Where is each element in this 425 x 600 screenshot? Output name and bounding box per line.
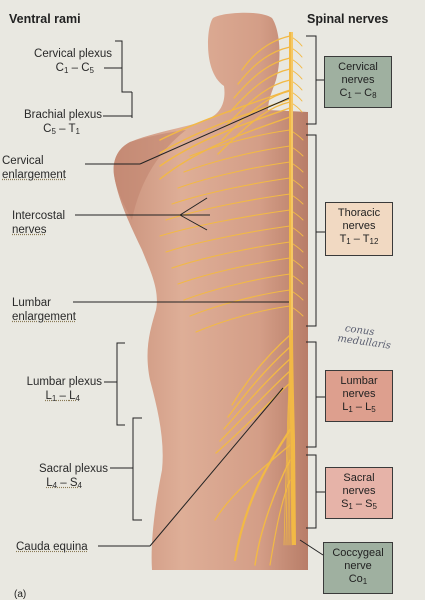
bracket-thoracic-nerves xyxy=(306,134,317,327)
nerve-branch xyxy=(177,161,291,189)
figure-letter: (a) xyxy=(14,589,27,600)
nerve-branch xyxy=(159,116,291,180)
nerve-branch xyxy=(214,444,291,521)
label-cervical-enlargement: Cervical enlargement xyxy=(2,155,66,181)
bracket-sacral-plexus xyxy=(132,417,142,521)
box-thoracic-nerves: Thoracic nerves T1 – T12 xyxy=(325,202,393,256)
label-cervical-plexus: Cervical plexus C1 – C5 xyxy=(2,47,112,76)
label-lumbar-enlargement: Lumbar enlargement xyxy=(12,297,76,323)
leader-lines xyxy=(73,35,325,556)
nerve-branch xyxy=(225,79,291,127)
cervical-nerves-range: C1 – C8 xyxy=(339,87,377,100)
label-intercostal-nerves: Intercostal nerves xyxy=(12,210,66,236)
nerve-branch xyxy=(159,107,291,167)
bracket-lumbar-nerves xyxy=(306,341,317,448)
cervical-plexus-name: Cervical plexus xyxy=(34,48,112,60)
nerve-branch xyxy=(195,305,291,333)
lumbar-plexus-name: Lumbar plexus xyxy=(26,376,102,388)
nerve-branch xyxy=(189,289,291,317)
bracket-lumbar-plexus xyxy=(116,342,125,426)
nerve-branch xyxy=(254,459,291,566)
nerve-branch xyxy=(171,177,291,205)
label-lumbar-plexus: Lumbar plexus L1 – L4 xyxy=(2,375,102,404)
nerve-branch xyxy=(215,382,291,454)
box-cervical-nerves: Cervical nerves C1 – C8 xyxy=(324,56,392,108)
lumbar-nerves-range: L1 – L5 xyxy=(342,401,376,414)
label-cauda-equina: Cauda equina xyxy=(16,541,88,553)
brachial-plexus-name: Brachial plexus xyxy=(24,109,102,121)
nerve-branch xyxy=(231,334,291,406)
label-sacral-plexus: Sacral plexus L4 – S4 xyxy=(2,462,108,491)
nerve-branch xyxy=(183,273,291,301)
nerve-branch xyxy=(171,241,291,269)
nerve-branch xyxy=(165,225,291,253)
nerve-branch xyxy=(233,57,291,99)
spinal-cord xyxy=(289,32,296,546)
cervical-plexus-range: C1 – C5 xyxy=(55,62,94,75)
label-brachial-plexus: Brachial plexus C5 – T1 xyxy=(2,108,102,137)
sacral-plexus-name: Sacral plexus xyxy=(38,463,108,475)
nerve-branch xyxy=(219,370,291,442)
nerve-branch xyxy=(229,68,291,113)
box-lumbar-nerves: Lumbar nerves L1 – L5 xyxy=(325,370,393,422)
box-coccygeal-nerve: Coccygeal nerve Co1 xyxy=(323,542,393,594)
nerve-branch xyxy=(159,89,291,141)
coccygeal-nerve-range: Co1 xyxy=(348,573,368,586)
nerve-branch xyxy=(165,193,291,221)
sacral-nerves-range: S1 – S5 xyxy=(341,498,377,511)
brachial-plexus-range: C5 – T1 xyxy=(43,123,80,136)
nerve-branch xyxy=(241,35,291,71)
nerve-branch xyxy=(159,209,291,237)
nerve-branch xyxy=(233,428,292,562)
header-ventral-rami: Ventral rami xyxy=(9,12,81,26)
nerve-branch xyxy=(237,46,291,85)
nerve-branch xyxy=(223,358,291,430)
nerve-branch xyxy=(189,129,291,157)
shoulder-shadow xyxy=(113,130,186,220)
nerve-branch xyxy=(177,257,291,285)
thoracic-nerves-range: T1 – T12 xyxy=(339,233,379,246)
bracket-cervical-plexus xyxy=(115,40,132,93)
box-sacral-nerves: Sacral nerves S1 – S5 xyxy=(325,467,393,519)
header-spinal-nerves: Spinal nerves xyxy=(307,12,389,26)
nerve-branch xyxy=(227,346,291,418)
nerve-branch xyxy=(183,145,291,173)
lumbar-plexus-range: L1 – L4 xyxy=(45,390,80,403)
bracket-cervical-nerves xyxy=(306,35,317,125)
sacral-plexus-range: L4 – S4 xyxy=(46,477,82,490)
